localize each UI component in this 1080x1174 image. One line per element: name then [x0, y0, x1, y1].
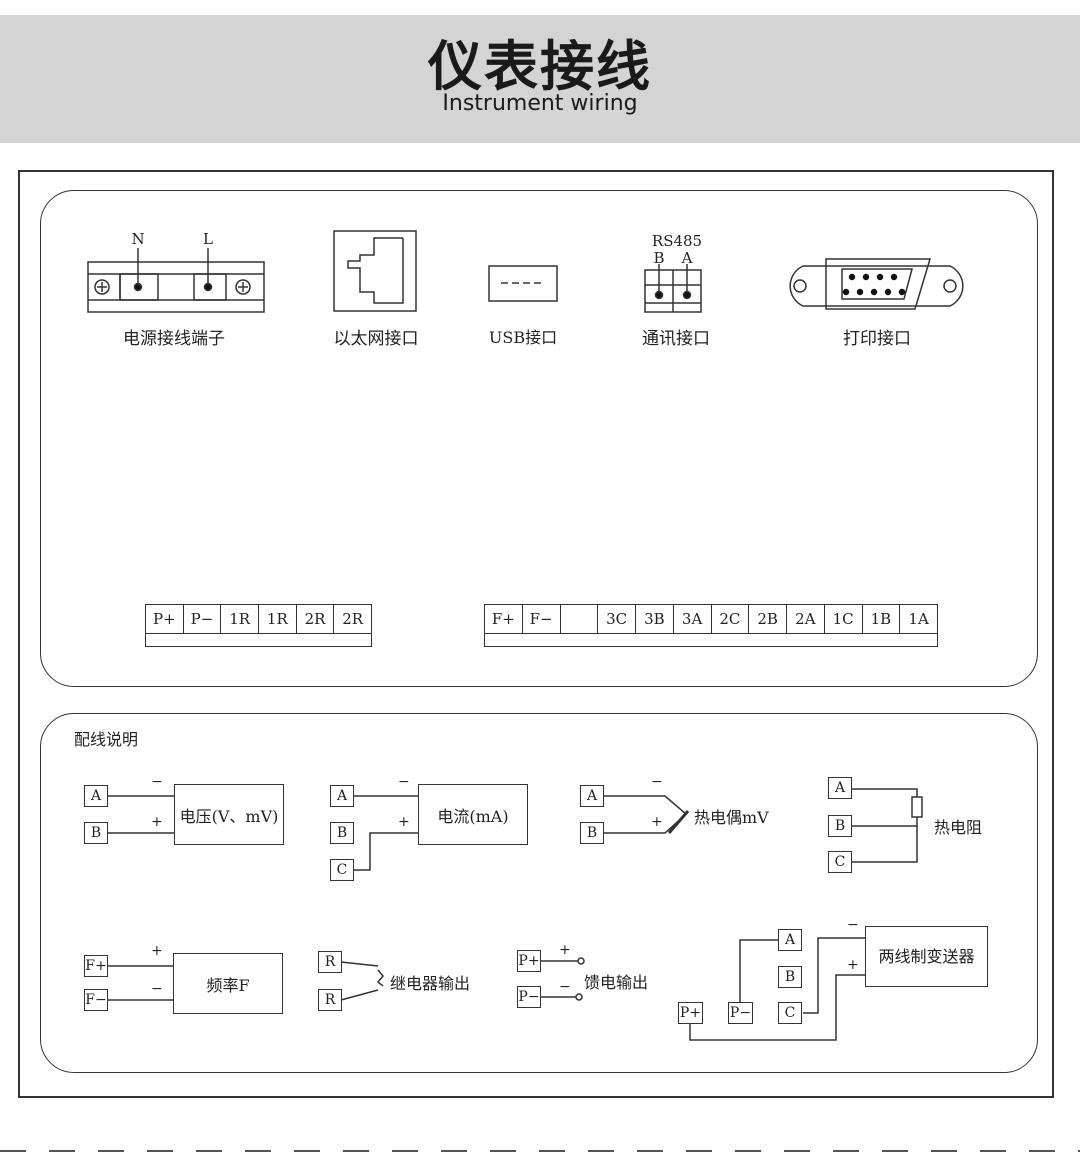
frequency-terminal-fplus: F+ [84, 955, 108, 977]
terminal-cell: 3A [674, 605, 712, 633]
terminal-cell: 2R [342, 610, 364, 628]
terminal-cell: 2A [787, 605, 825, 633]
feed-plus-label: + [559, 942, 571, 958]
rs485-terminal-icon [644, 264, 702, 313]
wiring-section-title: 配线说明 [74, 730, 139, 749]
page-title: 仪表接线 [428, 35, 652, 98]
usb-label: USB接口 [488, 328, 558, 347]
terminal-cell: F− [523, 605, 561, 633]
printer-port-icon [789, 258, 964, 310]
terminal-cell: 1R [221, 605, 260, 633]
terminal-cell: P− [184, 605, 222, 633]
relay-terminal-1: R [318, 951, 342, 973]
current-plus-label: + [398, 814, 410, 830]
terminal-strip-left: P+ P− 1R 1R 2R 2R [145, 604, 372, 647]
dashed-separator [0, 1150, 1080, 1152]
diagram-frame [18, 170, 1054, 1098]
voltage-terminal-a: A [84, 785, 108, 807]
rs485-label: RS485 [651, 232, 703, 250]
rtd-terminal-c: C [828, 851, 852, 873]
feed-minus-label: − [559, 979, 571, 995]
terminal-cell: 2R [297, 605, 335, 633]
power-n-label: N [131, 230, 145, 248]
comm-port-label: 通讯接口 [642, 329, 710, 349]
feed-terminal-pminus: P− [517, 986, 541, 1008]
frequency-input-box: 频率F [173, 953, 283, 1014]
power-terminal-icon [87, 248, 265, 313]
feed-output-label: 馈电输出 [584, 973, 649, 992]
thermocouple-terminal-a: A [580, 785, 604, 807]
rtd-terminal-b: B [828, 815, 852, 837]
transmitter-minus-label: − [847, 917, 859, 933]
power-l-label: L [203, 230, 213, 248]
terminal-cell: 1B [863, 605, 901, 633]
terminal-cell: F+ [485, 605, 523, 633]
rear-panel [40, 190, 1038, 687]
terminal-strip-right: F+ F− 3C 3B 3A 2C 2B 2A 1C 1B 1A [484, 604, 938, 647]
relay-terminal-2: R [318, 989, 342, 1011]
current-input-box: 电流(mA) [418, 784, 528, 845]
terminal-cell: 3C [598, 605, 636, 633]
frequency-terminal-fminus: F− [84, 989, 108, 1011]
voltage-input-box: 电压(V、mV) [174, 784, 284, 845]
voltage-plus-label: + [151, 814, 163, 830]
frequency-plus-label: + [151, 943, 163, 959]
terminal-cell: P+ [146, 605, 184, 633]
terminal-cell: 2B [749, 605, 787, 633]
voltage-minus-label: − [151, 774, 163, 790]
frequency-minus-label: − [151, 981, 163, 997]
printer-port-label: 打印接口 [843, 329, 911, 349]
thermocouple-label: 热电偶mV [694, 808, 769, 827]
voltage-terminal-b: B [84, 822, 108, 844]
rtd-terminal-a: A [828, 777, 852, 799]
transmitter-terminal-c: C [778, 1002, 802, 1024]
page-subtitle: Instrument wiring [442, 91, 638, 116]
current-terminal-c: C [330, 859, 354, 881]
terminal-cell: 1C [825, 605, 863, 633]
usb-port-icon [488, 265, 558, 302]
transmitter-terminal-b: B [778, 966, 802, 988]
transmitter-terminal-pplus: P+ [678, 1002, 703, 1024]
thermocouple-minus-label: − [651, 774, 663, 790]
terminal-cell: 1A [908, 610, 929, 628]
relay-output-label: 继电器输出 [390, 974, 471, 993]
rtd-label: 热电阻 [934, 818, 983, 837]
ethernet-port-icon [333, 230, 417, 312]
transmitter-terminal-a: A [778, 929, 802, 951]
transmitter-plus-label: + [847, 957, 859, 973]
thermocouple-plus-label: + [651, 814, 663, 830]
transmitter-terminal-pminus: P− [728, 1002, 753, 1024]
terminal-cell: 3B [636, 605, 674, 633]
header-banner: 仪表接线 Instrument wiring [0, 15, 1080, 143]
thermocouple-terminal-b: B [580, 822, 604, 844]
current-terminal-a: A [330, 785, 354, 807]
terminal-cell: 2C [712, 605, 750, 633]
rs485-a-label: A [681, 249, 693, 267]
transmitter-box: 两线制变送器 [865, 926, 988, 987]
rs485-b-label: B [653, 249, 665, 267]
ethernet-label: 以太网接口 [333, 329, 419, 349]
current-terminal-b: B [330, 822, 354, 844]
power-terminal-label: 电源接线端子 [123, 329, 225, 349]
wiring-instructions-panel [40, 713, 1038, 1073]
current-minus-label: − [398, 774, 410, 790]
terminal-cell [561, 605, 599, 633]
feed-terminal-pplus: P+ [517, 950, 541, 972]
terminal-cell: 1R [259, 605, 297, 633]
